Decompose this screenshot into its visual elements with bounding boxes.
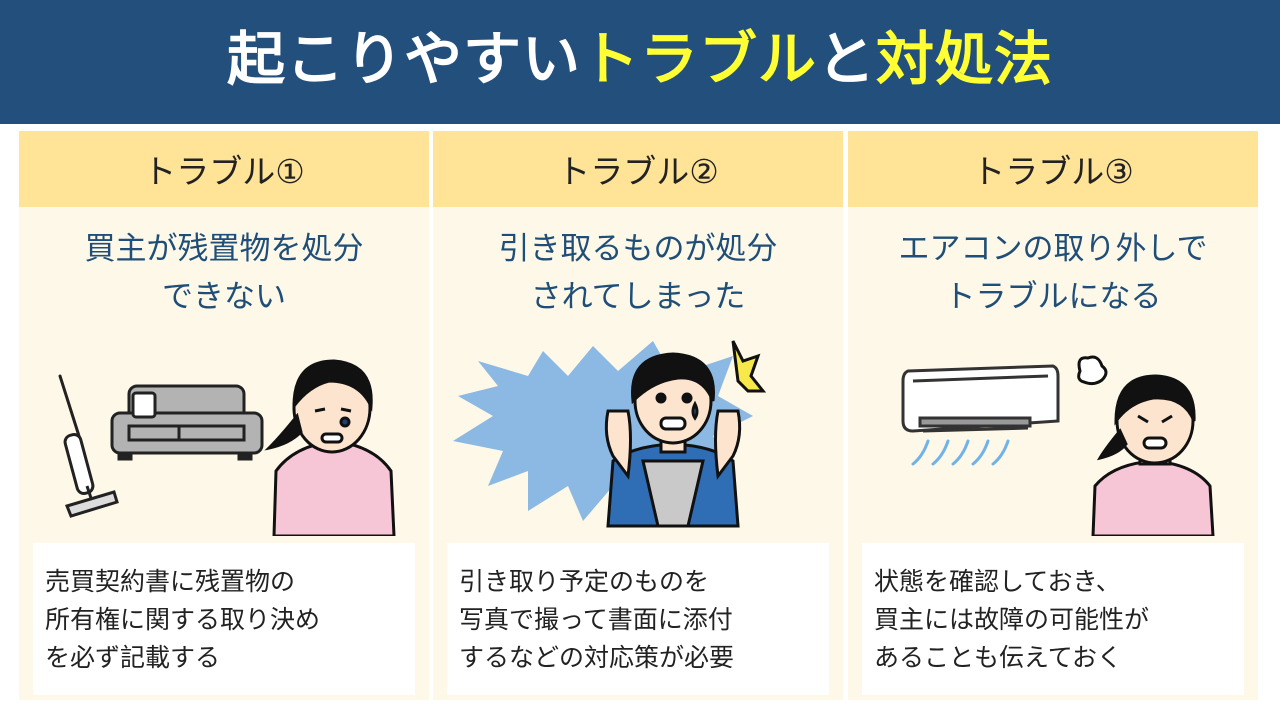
solution-box: 引き取り予定のものを 写真で撮って書面に添付 するなどの対応策が必要 [447, 543, 829, 695]
trouble-title: 買主が残置物を処分 できない [19, 225, 429, 321]
trouble-header: トラブル① [19, 131, 429, 207]
trouble-header: トラブル③ [848, 131, 1258, 207]
title-text-highlight: トラブル [580, 25, 817, 93]
title-text-white: と [817, 25, 877, 93]
trouble-title: 引き取るものが処分 されてしまった [433, 225, 843, 321]
trouble-title-line: 買主が残置物を処分 [84, 231, 364, 267]
solution-box: 状態を確認しておき、 買主には故障の可能性が あることも伝えておく [862, 543, 1244, 695]
illustration-aircon-woman [848, 336, 1258, 538]
trouble-title: エアコンの取り外しで トラブルになる [848, 225, 1258, 321]
trouble-card-3: トラブル③ エアコンの取り外しで トラブルになる [848, 131, 1258, 700]
illustration-vacuum-sofa-woman [19, 336, 429, 538]
exclamation-spark-icon [731, 340, 767, 393]
vacuum-cleaner-icon [58, 374, 119, 518]
trouble-card-1: トラブル① 買主が残置物を処分 できない [19, 131, 429, 700]
trouble-title-line: できない [162, 279, 286, 315]
crying-woman-icon [264, 359, 396, 538]
trouble-card-2: トラブル② 引き取るものが処分 されてしまった 引き取り予定のものを 写真で撮っ… [433, 131, 843, 700]
anger-puff-icon [1077, 355, 1108, 386]
air-conditioner-icon [901, 364, 1060, 433]
title-banner: 起こりやすいトラブルと対処法 [0, 0, 1280, 124]
page-title: 起こりやすいトラブルと対処法 [227, 30, 1053, 88]
trouble-title-line: トラブルになる [944, 279, 1162, 315]
title-text-white: 起こりやすい [226, 25, 581, 93]
trouble-title-line: されてしまった [530, 279, 746, 315]
angry-woman-icon [1091, 374, 1215, 538]
solution-box: 売買契約書に残置物の 所有権に関する取り決め を必ず記載する [33, 543, 415, 695]
sofa-icon [110, 384, 264, 461]
cold-air-icon [911, 439, 1010, 466]
trouble-header: トラブル② [433, 131, 843, 207]
illustration-shocked-man [433, 336, 843, 536]
trouble-title-line: エアコンの取り外しで [898, 231, 1208, 267]
shocked-man-icon [604, 352, 742, 528]
trouble-title-line: 引き取るものが処分 [498, 231, 778, 267]
title-text-highlight: 対処法 [876, 25, 1054, 93]
